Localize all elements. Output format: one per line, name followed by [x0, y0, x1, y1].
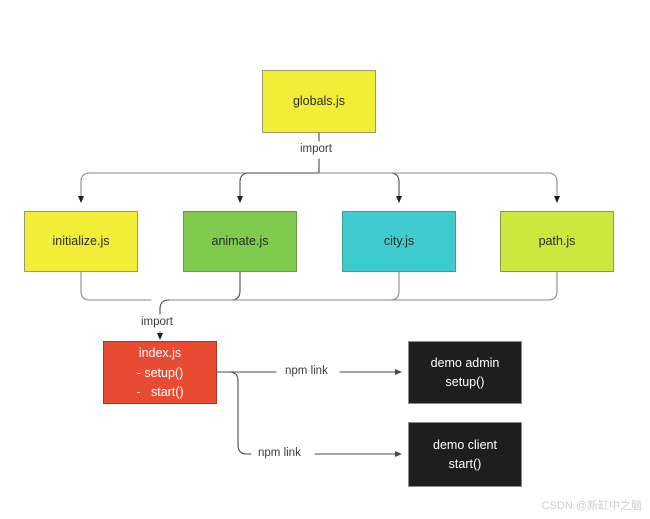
edge-initialize-to-merge	[80, 271, 152, 301]
edge-merge-to-import	[159, 299, 170, 315]
node-demo-client[interactable]: demo client start()	[408, 422, 522, 487]
node-globals-label: globals.js	[292, 94, 346, 109]
node-demo-client-title: demo client	[433, 438, 497, 453]
edge-label-import-bottom-text: import	[141, 316, 173, 328]
node-path[interactable]: path.js	[500, 211, 614, 272]
watermark: CSDN @新缸中之脑	[542, 497, 642, 513]
edge-to-path	[318, 172, 560, 203]
edge-label-npm-link-admin: npm link	[282, 365, 331, 378]
edge-to-city	[318, 172, 402, 203]
node-demo-client-method: start()	[448, 456, 482, 471]
edge-label-import-top-text: import	[300, 143, 332, 155]
watermark-text: CSDN @新缸中之脑	[541, 500, 642, 512]
node-index-title: index.js	[138, 346, 182, 361]
node-city[interactable]: city.js	[342, 211, 456, 272]
edge-to-animate	[237, 172, 320, 203]
edge-index-to-client-left	[228, 371, 252, 455]
edge-label-import-top: import	[297, 143, 335, 156]
node-demo-admin-title: demo admin	[430, 356, 500, 371]
node-animate-label: animate.js	[211, 234, 269, 249]
edge-label-npm-link-admin-text: npm link	[285, 365, 328, 377]
node-animate[interactable]: animate.js	[183, 211, 297, 272]
node-path-label: path.js	[538, 234, 576, 249]
edge-label-npm-link-client: npm link	[255, 447, 304, 460]
edge-to-initialize	[78, 172, 320, 203]
node-initialize-label: initialize.js	[52, 234, 110, 249]
node-index-start: - start()	[136, 384, 184, 399]
node-initialize[interactable]: initialize.js	[24, 211, 138, 272]
node-demo-admin[interactable]: demo admin setup()	[408, 341, 522, 404]
edge-label-import-bottom: import	[138, 316, 176, 329]
edge-label-npm-link-client-text: npm link	[258, 447, 301, 459]
node-index[interactable]: index.js - setup() - start()	[103, 341, 217, 404]
edge-path-to-merge	[168, 271, 558, 301]
edge-animate-to-merge	[168, 271, 241, 301]
node-city-label: city.js	[383, 234, 415, 249]
node-globals[interactable]: globals.js	[262, 70, 376, 133]
node-demo-admin-method: setup()	[445, 374, 485, 389]
node-index-setup: - setup()	[136, 366, 184, 381]
edge-city-to-merge	[168, 271, 400, 301]
